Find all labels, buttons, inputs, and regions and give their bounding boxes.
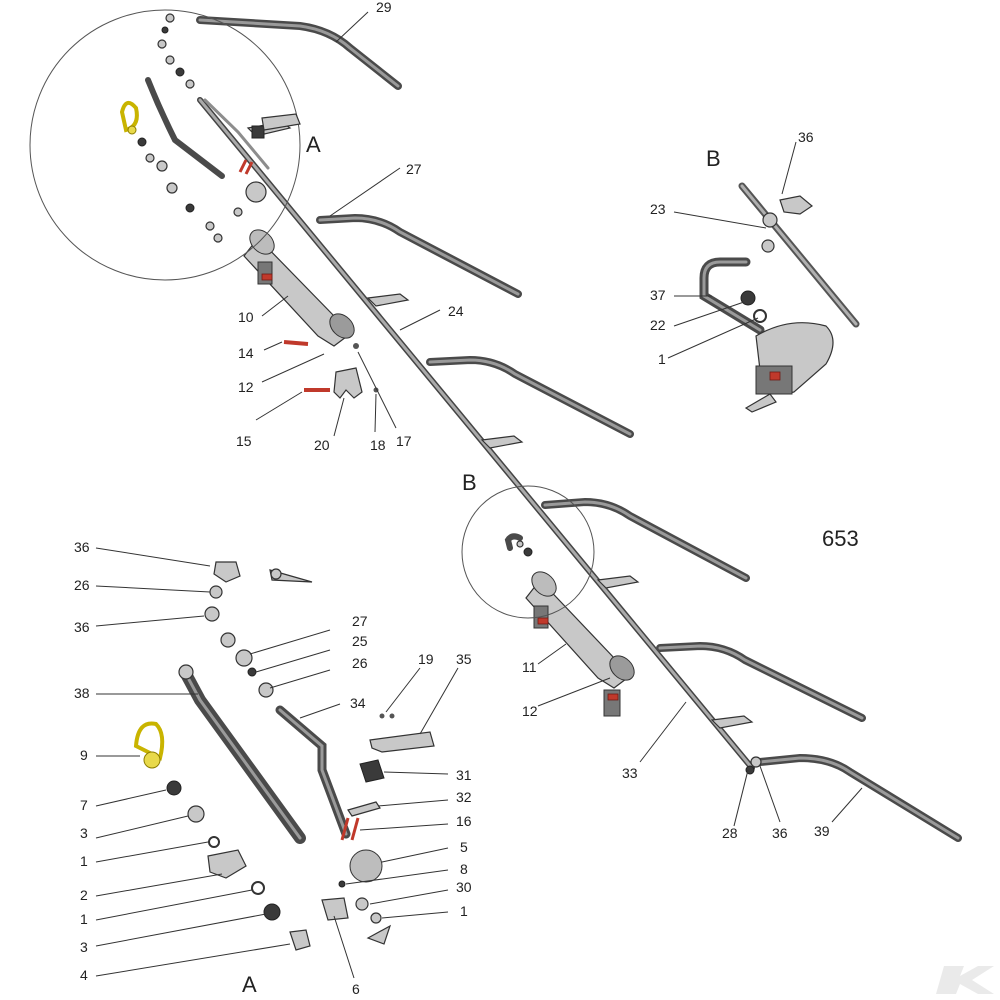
- detail-a-label-38: 38: [74, 685, 90, 701]
- circle-b-contents: [504, 533, 533, 557]
- part-label-39: 39: [814, 823, 830, 839]
- detail-a-label-2: 2: [80, 887, 88, 903]
- circle-a-contents: [119, 13, 301, 243]
- part-label-18: 18: [370, 437, 386, 453]
- detail-a-label-1b: 1: [80, 911, 88, 927]
- detail-a-label-3b: 3: [80, 939, 88, 955]
- detail-a-label-27: 27: [352, 613, 368, 629]
- detail-b-label-22: 22: [650, 317, 666, 333]
- spray-hose-3: [541, 497, 750, 582]
- main-boom-assembly: [196, 16, 962, 842]
- hose-39: [756, 753, 962, 842]
- detail-b: [699, 182, 860, 413]
- detail-a-label-26: 26: [74, 577, 90, 593]
- spray-hose-2: [426, 355, 634, 438]
- detail-circle-b: [461, 485, 595, 619]
- detail-b-label-37: 37: [650, 287, 666, 303]
- detail-a-label-3: 3: [80, 825, 88, 841]
- filter-hardware: [283, 340, 379, 399]
- part-label-20: 20: [314, 437, 330, 453]
- detail-a-label-9: 9: [80, 747, 88, 763]
- part-label-10: 10: [238, 309, 254, 325]
- detail-a-label-36: 36: [74, 539, 90, 555]
- detail-a-label-25: 25: [352, 633, 368, 649]
- part-label-27: 27: [406, 161, 422, 177]
- callout-a: A: [306, 132, 321, 157]
- detail-a-label-1c: 1: [460, 903, 468, 919]
- detail-a-label-36b: 36: [74, 619, 90, 635]
- detail-a-label-6: 6: [352, 981, 360, 997]
- part-label-14: 14: [238, 345, 254, 361]
- detail-a-label-26b: 26: [352, 655, 368, 671]
- detail-b-title: B: [706, 146, 721, 171]
- part-label-12: 12: [238, 379, 254, 395]
- detail-a-label-35: 35: [456, 651, 472, 667]
- detail-circle-a: [29, 9, 301, 281]
- part-label-33: 33: [622, 765, 638, 781]
- detail-a-label-4: 4: [80, 967, 88, 983]
- part-label-24: 24: [448, 303, 464, 319]
- callout-b: B: [462, 470, 477, 495]
- detail-a-label-31: 31: [456, 767, 472, 783]
- diagram-number: 653: [822, 526, 859, 551]
- detail-a-label-19: 19: [418, 651, 434, 667]
- filter-cylinder-11: [525, 571, 635, 717]
- detail-a-title: A: [242, 972, 257, 997]
- detail-b-label-36: 36: [798, 129, 814, 145]
- detail-a-label-1: 1: [80, 853, 88, 869]
- part-label-11: 11: [522, 659, 537, 675]
- detail-a-label-34: 34: [350, 695, 366, 711]
- detail-b-label-1: 1: [658, 351, 666, 367]
- leader-lines: [95, 11, 863, 979]
- detail-a: [133, 561, 435, 951]
- hose-29: [196, 16, 402, 90]
- labels: 653 A B A B 29 27 24 10 14 12 15 20 18 1…: [74, 0, 859, 997]
- detail-a-label-30: 30: [456, 879, 472, 895]
- detail-b-label-23: 23: [650, 201, 666, 217]
- detail-a-label-7: 7: [80, 797, 88, 813]
- detail-a-label-8: 8: [460, 861, 468, 877]
- part-label-15: 15: [236, 433, 252, 449]
- part-label-17: 17: [396, 433, 412, 449]
- fitting-28-36: [745, 756, 762, 775]
- part-label-12b: 12: [522, 703, 538, 719]
- part-label-36: 36: [772, 825, 788, 841]
- part-label-29: 29: [376, 0, 392, 15]
- spray-hose-4: [656, 641, 866, 722]
- filter-cylinder-10: [243, 229, 355, 347]
- detail-a-label-16: 16: [456, 813, 472, 829]
- watermark-logo: [936, 966, 994, 994]
- detail-a-label-5: 5: [460, 839, 468, 855]
- detail-a-label-32: 32: [456, 789, 472, 805]
- part-label-28: 28: [722, 825, 738, 841]
